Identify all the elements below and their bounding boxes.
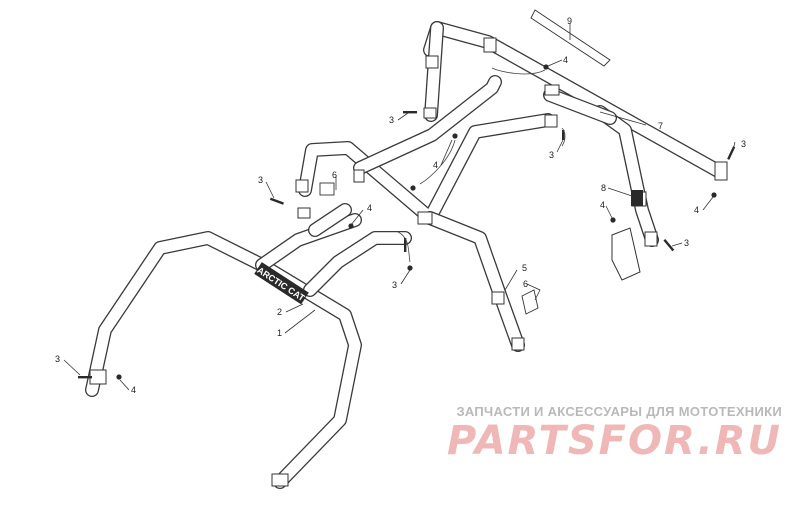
callout-3: 3 [258,175,263,185]
callout-3: 3 [684,238,689,248]
bolt [269,197,284,205]
callout-4: 4 [600,200,605,210]
leader-lines [63,23,736,391]
clamp [491,291,505,305]
clamp [295,179,309,193]
front-frame-tubes [85,203,412,489]
clamp [423,107,437,119]
callout-6: 6 [332,170,337,180]
clamp [714,161,728,181]
callout-labels: 9 4 3 4 3 7 3 3 6 4 3 8 4 3 4 5 6 2 1 3 … [55,16,746,395]
nut [711,192,717,198]
bolt [403,111,417,114]
callout-4: 4 [367,203,372,213]
callout-1: 1 [277,328,282,338]
nut [452,133,458,139]
nut [410,185,416,191]
decal-9 [530,9,611,67]
nut [407,265,413,271]
callout-4: 4 [563,55,568,65]
bolt [727,146,736,160]
clamp [417,211,433,225]
nut [348,223,354,229]
decal-8 [631,190,643,206]
callout-4: 4 [433,160,438,170]
nut [116,374,122,380]
bolt [562,130,565,140]
callout-4: 4 [131,385,136,395]
clamp [353,169,365,183]
clamp [271,473,289,487]
clamp [644,231,658,247]
bolt [663,238,675,252]
clamp [297,207,311,219]
watermark-subtitle: ЗАПЧАСТИ И АКСЕССУАРЫ ДЛЯ МОТОТЕХНИКИ [456,404,782,419]
mount-bracket [611,227,641,281]
middle-frame-tubes [298,75,555,352]
clamp [425,55,439,69]
callout-3: 3 [392,280,397,290]
watermark: ЗАПЧАСТИ И АКСЕССУАРЫ ДЛЯ МОТОТЕХНИКИ PA… [447,404,782,463]
callout-9: 9 [567,16,572,26]
callout-8: 8 [601,183,606,193]
clamp [544,84,560,96]
clamp [483,37,497,53]
callout-5: 5 [522,263,527,273]
rear-frame-tubes [423,21,727,247]
callout-6: 6 [523,279,528,289]
nut [610,217,616,223]
clamp [544,114,558,128]
bolt [78,376,92,379]
callout-3: 3 [389,115,394,125]
watermark-logo: PARTSFOR.RU [446,418,782,464]
wire-runs [397,67,566,263]
fasteners [78,64,736,380]
clamp [511,337,525,351]
callout-4: 4 [694,205,699,215]
decal-6 [319,182,539,315]
callout-3: 3 [741,139,746,149]
clamp [89,369,107,385]
bolt [404,238,407,252]
callout-7: 7 [658,121,663,131]
callout-3: 3 [549,150,554,160]
nut [543,64,549,70]
callout-2: 2 [277,307,282,317]
callout-3: 3 [55,354,60,364]
